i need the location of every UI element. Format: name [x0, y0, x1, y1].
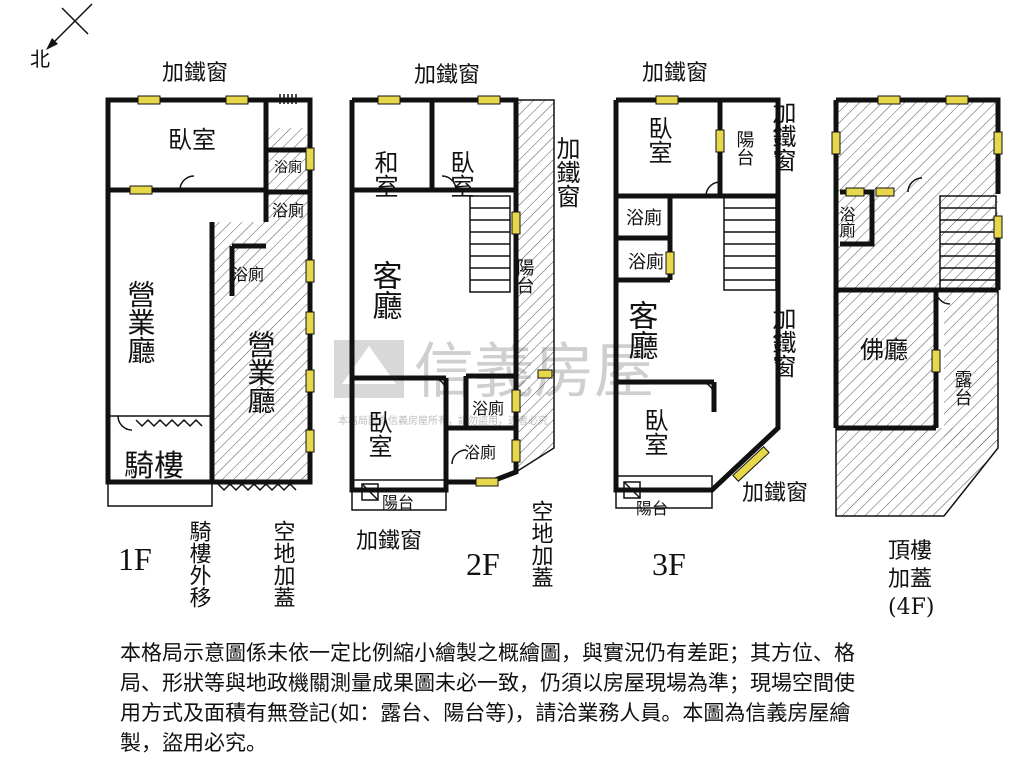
floor-1-bath-low-label: 浴廁 [232, 265, 264, 284]
floor-2-bedroom-bottom-label: 臥室 [364, 410, 392, 458]
floor-3-title: 3F [652, 546, 686, 582]
floor-1-shop-left-label: 營業廳 [124, 280, 157, 364]
floor-4-caption-line3: (4F) [888, 595, 934, 620]
floor-1-shop-right-label: 營業廳 [244, 330, 277, 414]
floor-2-bath-a-label: 浴廁 [472, 399, 504, 418]
floor-3-balcony-top-label: 陽台 [734, 130, 755, 166]
watermark-small-text: 本格局圖為信義房屋所有，請勿盜用，違者必究 [338, 414, 548, 427]
floor-2-plan: 加鐵窗 加鐵窗 和室 臥室 客廳 陽台 臥室 浴廁 浴廁 陽台 加鐵窗 空地加蓋… [349, 63, 580, 588]
floor-3-living-label: 客廳 [623, 300, 659, 360]
floor-1-bath-top-label: 浴廁 [274, 159, 302, 176]
floor-2-tatami-label: 和室 [370, 150, 398, 198]
floor-1-title: 1F [118, 541, 152, 577]
floor-1-arcade-out-label: 騎樓外移 [186, 520, 212, 608]
floor-3-plan: 加鐵窗 加鐵窗 加鐵窗 臥室 陽台 浴廁 浴廁 客廳 臥室 陽台 加鐵窗 3F [613, 61, 808, 582]
floor-4-shrine-label: 佛廳 [860, 336, 908, 364]
floor-1-bedroom-label: 臥室 [168, 126, 216, 154]
floor-3-bedroom-bottom-label: 臥室 [640, 408, 668, 456]
floor-3-bath-a-label: 浴廁 [626, 207, 662, 229]
floor-3-bedroom-top-label: 臥室 [644, 116, 672, 164]
floor-3-window-right-top-label: 加鐵窗 [768, 100, 796, 172]
floor-2-living-label: 客廳 [367, 260, 403, 320]
floor-2-title: 2F [466, 546, 500, 582]
floor-2-bedroom-top-label: 臥室 [446, 150, 474, 198]
compass-north-label: 北 [30, 47, 50, 71]
floor-4-plan: 浴廁 佛廳 露台 頂樓 加蓋 (4F) [831, 95, 1003, 620]
floor-2-balcony-side-label: 陽台 [514, 258, 535, 294]
floor-1-yard-cover-label: 空地加蓋 [270, 520, 296, 608]
floor-1-window-label: 加鐵窗 [162, 61, 228, 86]
floor-2-balcony-front-label: 陽台 [382, 493, 414, 512]
floor-2-window-bottom-label: 加鐵窗 [356, 529, 422, 554]
floor-plan: 北 信義房屋 本格局圖為信義房屋所有，請勿盜用，違者必究 [30, 3, 1003, 620]
floor-3-window-right-mid-label: 加鐵窗 [768, 306, 796, 378]
floor-2-window-top-label: 加鐵窗 [414, 63, 480, 88]
floor-4-caption-line1: 頂樓 [888, 539, 932, 564]
floor-1-plan: 加鐵窗 臥室 浴廁 浴廁 浴廁 營業廳 營業廳 騎樓 騎樓外移 空地加蓋 1F [105, 61, 315, 608]
floor-4-bath-label: 浴廁 [837, 206, 856, 239]
disclaimer-text: 本格局示意圖係未依一定比例縮小繪製之概繪圖，與實況仍有差距；其方位、格局、形狀等… [120, 641, 855, 755]
floor-4-terrace-label: 露台 [952, 370, 973, 406]
floor-3-balcony-front-label: 陽台 [636, 499, 668, 518]
floor-2-window-right-label: 加鐵窗 [552, 136, 580, 208]
floor-3-window-top-label: 加鐵窗 [642, 61, 708, 86]
floor-1-bath-mid-label: 浴廁 [272, 201, 304, 220]
floor-1-arcade-label: 騎樓 [124, 449, 184, 484]
floor-2-bath-b-label: 浴廁 [464, 443, 496, 462]
floor-2-yard-cover-label: 空地加蓋 [528, 500, 554, 588]
north-arrow-icon [46, 3, 93, 50]
floor-4-caption-line2: 加蓋 [888, 567, 932, 592]
floor-3-bath-b-label: 浴廁 [628, 251, 664, 273]
floor-3-window-bottom-label: 加鐵窗 [742, 481, 808, 506]
